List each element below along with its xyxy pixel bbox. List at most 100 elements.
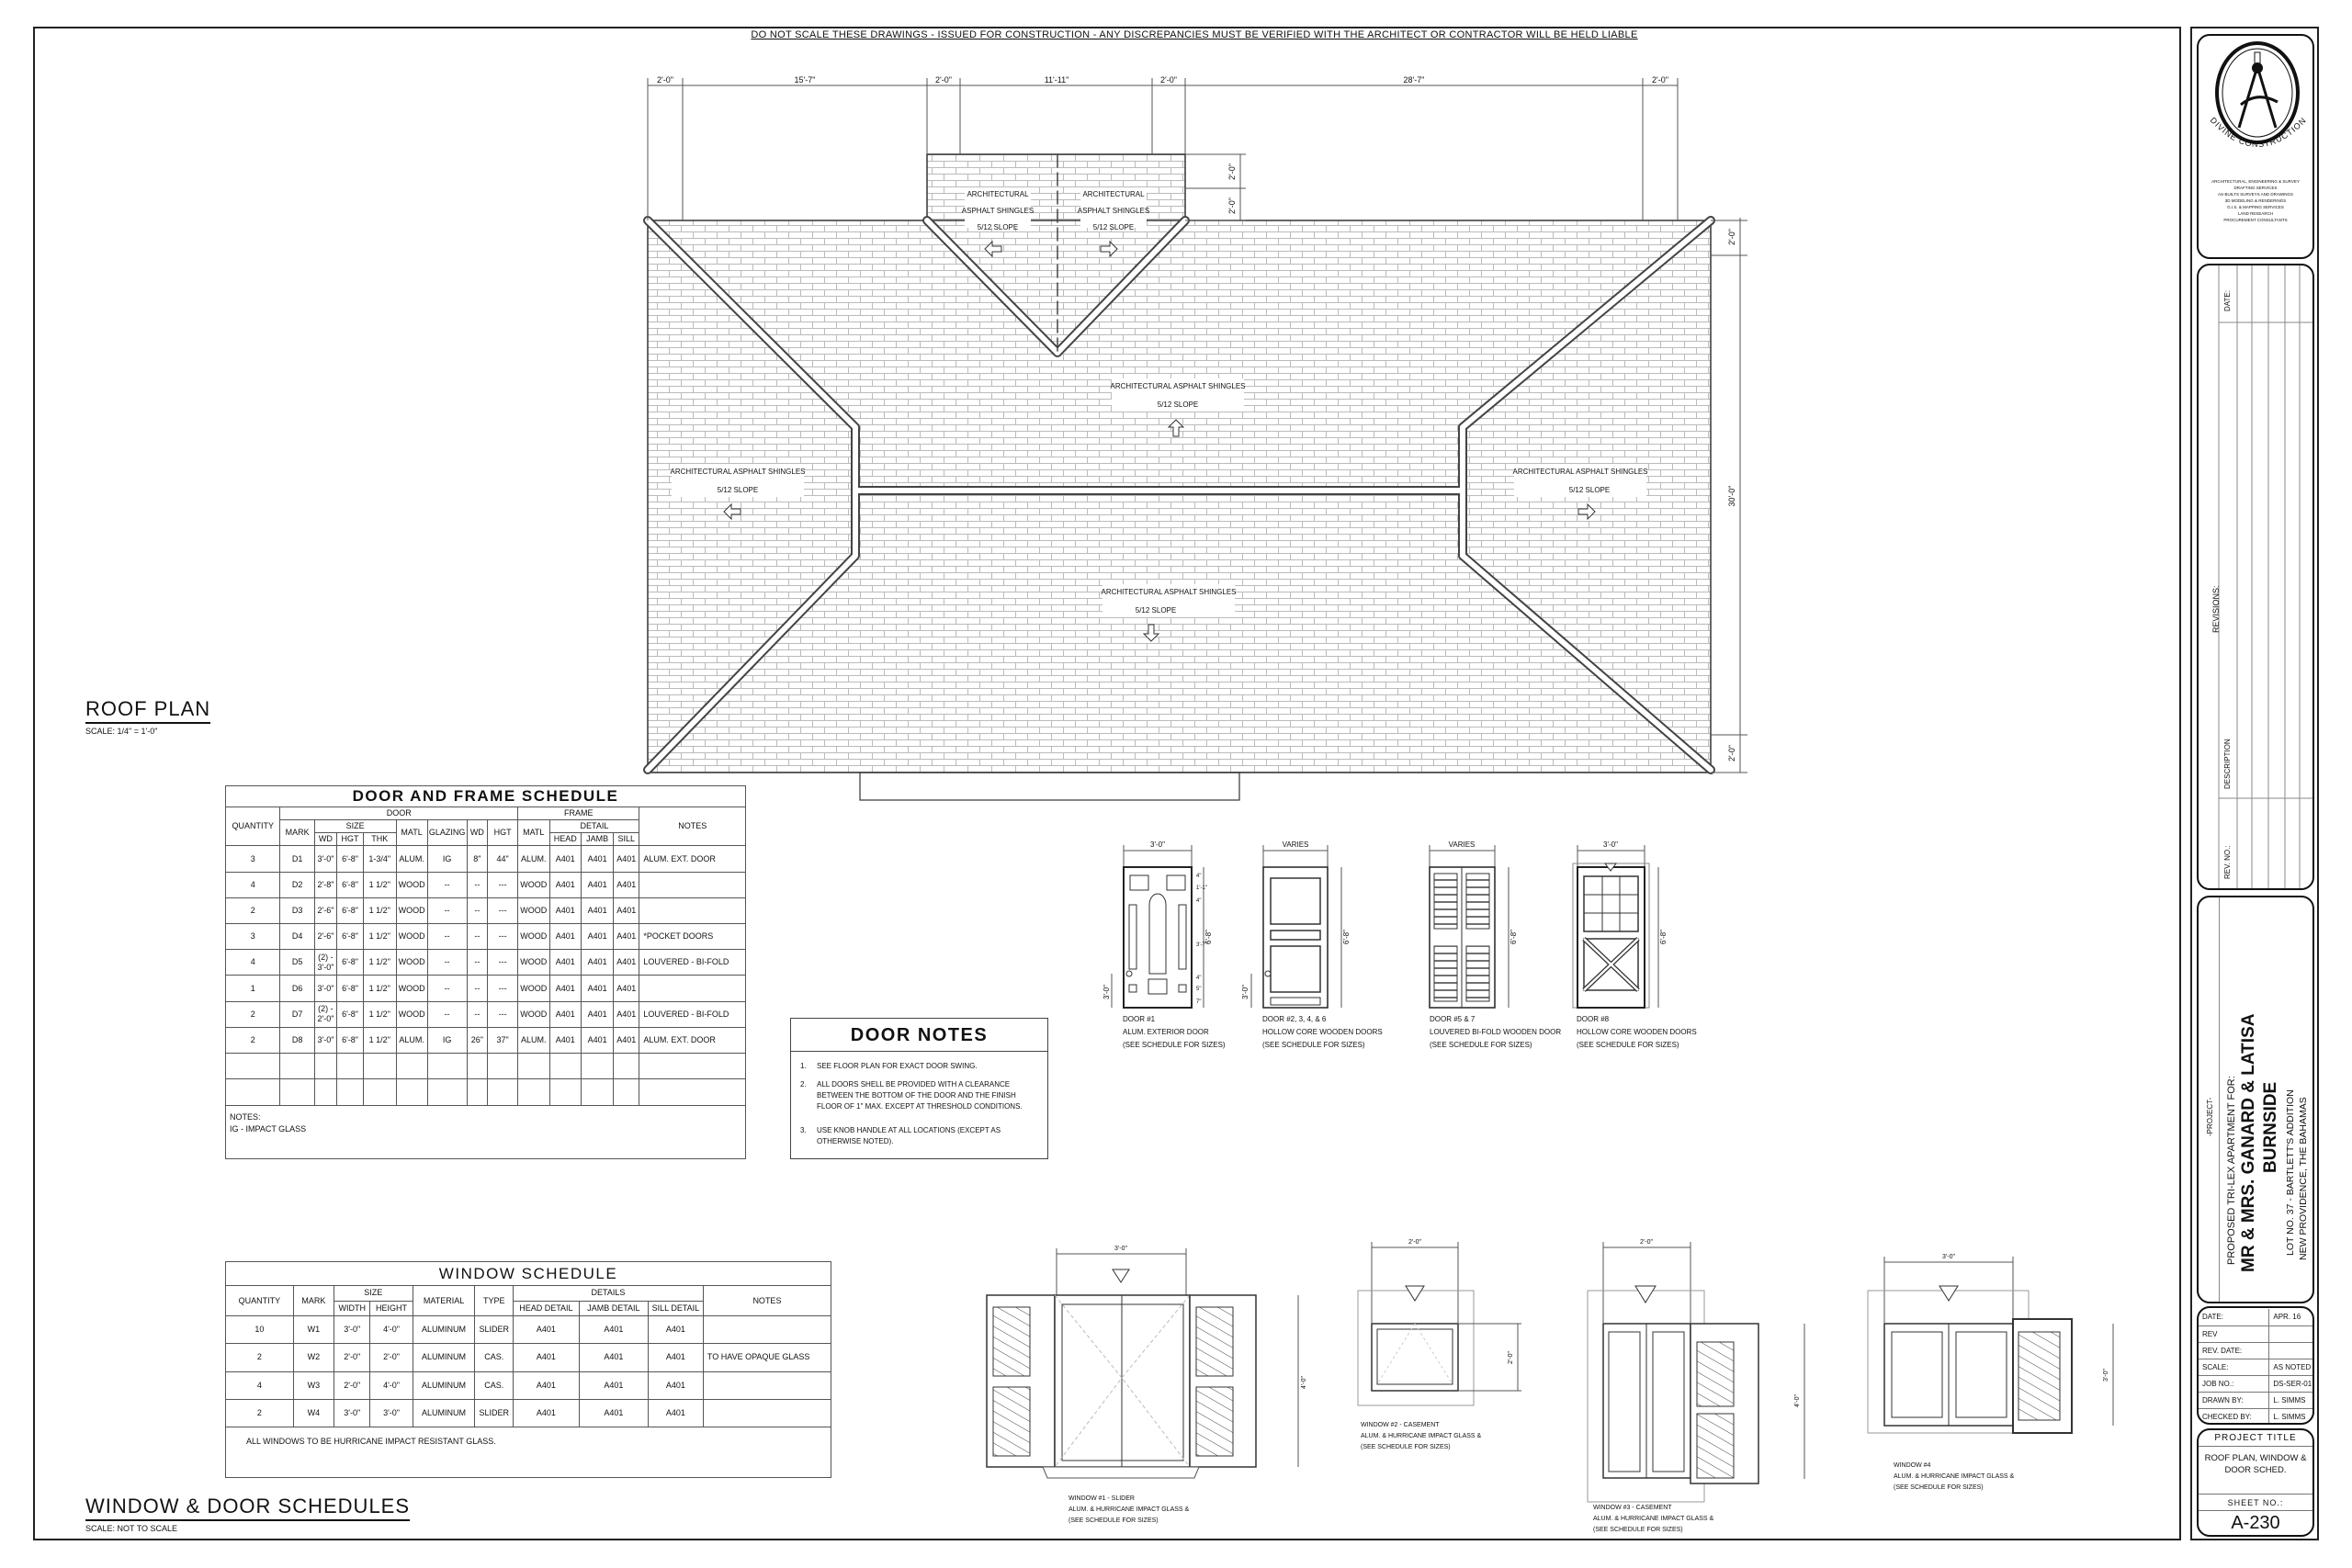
company-service: 3D MODELING & RENDERINGS xyxy=(2224,198,2287,203)
col-width: WIDTH xyxy=(333,1300,371,1316)
col-hgt: HGT xyxy=(336,832,364,847)
svg-text:3'-0": 3'-0" xyxy=(1150,840,1165,849)
revisions-box: REVISIONS: REV. NO.: DESCRIPTION DATE: xyxy=(2197,264,2314,890)
table-row xyxy=(224,1078,746,1106)
group-detail: DETAIL xyxy=(548,819,640,834)
note-text: USE KNOB HANDLE AT ALL LOCATIONS (EXCEPT… xyxy=(817,1126,1001,1145)
project-lot: LOT NO. 37 - BARTLETT'S ADDITION xyxy=(2285,1089,2296,1256)
svg-text:WINDOW #1 - SLIDER: WINDOW #1 - SLIDER xyxy=(1069,1495,1135,1502)
table-cell: --- xyxy=(487,923,519,951)
table-cell: 2'-0" xyxy=(333,1371,371,1400)
table-cell: A401 xyxy=(548,871,582,898)
table-cell: 10 xyxy=(225,1314,294,1345)
table-cell: A401 xyxy=(647,1371,704,1400)
table-cell: A401 xyxy=(548,1000,582,1028)
project-label: -PROJECT- xyxy=(2206,1097,2214,1136)
table-cell: WOOD xyxy=(395,975,428,1002)
svg-text:3'-0": 3'-0" xyxy=(1102,985,1111,999)
svg-text:VARIES: VARIES xyxy=(1449,840,1476,849)
table-cell: A401 xyxy=(613,871,640,898)
svg-text:ALUM. & HURRICANE IMPACT GLASS: ALUM. & HURRICANE IMPACT GLASS & xyxy=(1593,1516,1714,1522)
slope-arrow-right-icon xyxy=(1100,240,1118,258)
table-cell: ALUM. xyxy=(395,845,428,873)
porch-outline xyxy=(859,772,1240,801)
table-cell: A401 xyxy=(548,975,582,1002)
table-cell: A401 xyxy=(512,1398,580,1428)
svg-text:4'-0": 4'-0" xyxy=(1794,1394,1801,1407)
table-cell xyxy=(613,1078,640,1106)
table-cell: 3'-0" xyxy=(333,1398,371,1428)
table-cell: 3'-0" xyxy=(313,845,338,873)
col-wd: WD xyxy=(313,832,338,847)
svg-text:5/12 SLOPE: 5/12 SLOPE xyxy=(1158,400,1198,409)
table-cell: A401 xyxy=(647,1314,704,1345)
table-cell: A401 xyxy=(578,1398,649,1428)
company-service: ARCHITECTURAL, ENGINEERING & SURVEY DRAF… xyxy=(2211,179,2300,190)
table-cell: 2'-6" xyxy=(313,897,338,925)
table-cell: ALUM. xyxy=(517,845,550,873)
table-cell xyxy=(639,871,746,898)
drawing-border xyxy=(33,27,2181,1540)
dim-projection: 2'-0" xyxy=(1227,164,1237,180)
table-cell: 1 xyxy=(224,975,281,1002)
table-cell xyxy=(426,1053,468,1080)
table-cell xyxy=(224,1053,281,1080)
svg-text:3'-0": 3'-0" xyxy=(2103,1369,2109,1382)
info-key: CHECKED BY: xyxy=(2199,1408,2269,1423)
svg-text:DIVINE CONSTRUCTION SERVICES: DIVINE CONSTRUCTION SERVICES xyxy=(2199,36,2308,149)
col-head-detail: HEAD DETAIL xyxy=(512,1300,580,1316)
table-cell: --- xyxy=(487,1000,519,1028)
svg-text:3'-0": 3'-0" xyxy=(1942,1254,1955,1260)
info-row: SCALE:AS NOTED xyxy=(2199,1359,2312,1376)
svg-text:ALUM. & HURRICANE IMPACT GLASS: ALUM. & HURRICANE IMPACT GLASS & xyxy=(1361,1433,1482,1439)
projection-dimension-line xyxy=(1185,153,1246,221)
table-cell: 44" xyxy=(487,845,519,873)
info-row: REV. DATE: xyxy=(2199,1342,2312,1359)
svg-text:3'-0": 3'-0" xyxy=(1241,985,1250,999)
table-cell: A401 xyxy=(548,845,582,873)
table-cell: WOOD xyxy=(517,897,550,925)
door-schedule-notes-label: NOTES: xyxy=(230,1111,261,1122)
info-row: REV xyxy=(2199,1325,2312,1343)
table-cell: A401 xyxy=(581,897,615,925)
table-cell xyxy=(548,1078,582,1106)
roof-plan-scale: SCALE: 1/4" = 1'-0" xyxy=(85,727,158,736)
table-cell xyxy=(426,1078,468,1106)
table-row xyxy=(224,1053,746,1080)
svg-text:4'-0": 4'-0" xyxy=(1301,1376,1307,1389)
table-cell: ALUMINUM xyxy=(412,1314,476,1345)
company-name: DIVINE CONSTRUCTION SERVICES xyxy=(2199,36,2307,149)
svg-text:5/12 SLOPE: 5/12 SLOPE xyxy=(718,486,758,494)
group-size: SIZE xyxy=(313,819,397,834)
table-cell: A401 xyxy=(512,1314,580,1345)
svg-text:4": 4" xyxy=(1196,976,1201,981)
revision-grid xyxy=(2218,265,2312,888)
note-text: ALL DOORS SHELL BE PROVIDED WITH A CLEAR… xyxy=(817,1080,1023,1111)
svg-text:DOOR #5 & 7: DOOR #5 & 7 xyxy=(1430,1015,1476,1023)
table-cell: 2 xyxy=(225,1398,294,1428)
sheet-no-label: SHEET NO.: xyxy=(2199,1495,2312,1511)
col-head: HEAD xyxy=(548,832,582,847)
table-cell xyxy=(313,1078,338,1106)
door-frame-schedule: DOOR AND FRAME SCHEDULE QUANTITY DOOR FR… xyxy=(224,784,746,1160)
disclaimer-note: DO NOT SCALE THESE DRAWINGS - ISSUED FOR… xyxy=(751,29,1638,40)
table-cell: 3'-0" xyxy=(313,1026,338,1055)
svg-text:5/12 SLOPE: 5/12 SLOPE xyxy=(978,223,1018,231)
schedules-view-title: WINDOW & DOOR SCHEDULES SCALE: NOT TO SC… xyxy=(85,1495,411,1533)
table-cell: A401 xyxy=(581,949,615,976)
table-cell: 1-3/4" xyxy=(362,845,397,873)
table-cell xyxy=(517,1053,550,1080)
table-cell: A401 xyxy=(512,1343,580,1372)
table-cell: *POCKET DOORS xyxy=(639,923,746,951)
table-cell: A401 xyxy=(581,845,615,873)
col-glazing: GLAZING xyxy=(426,819,468,847)
table-cell: 2'-8" xyxy=(313,871,338,898)
table-cell xyxy=(279,1078,315,1106)
table-cell: 6'-8" xyxy=(336,845,364,873)
col-notes: NOTES xyxy=(702,1285,832,1316)
slope-arrow-up-icon xyxy=(1167,419,1185,437)
